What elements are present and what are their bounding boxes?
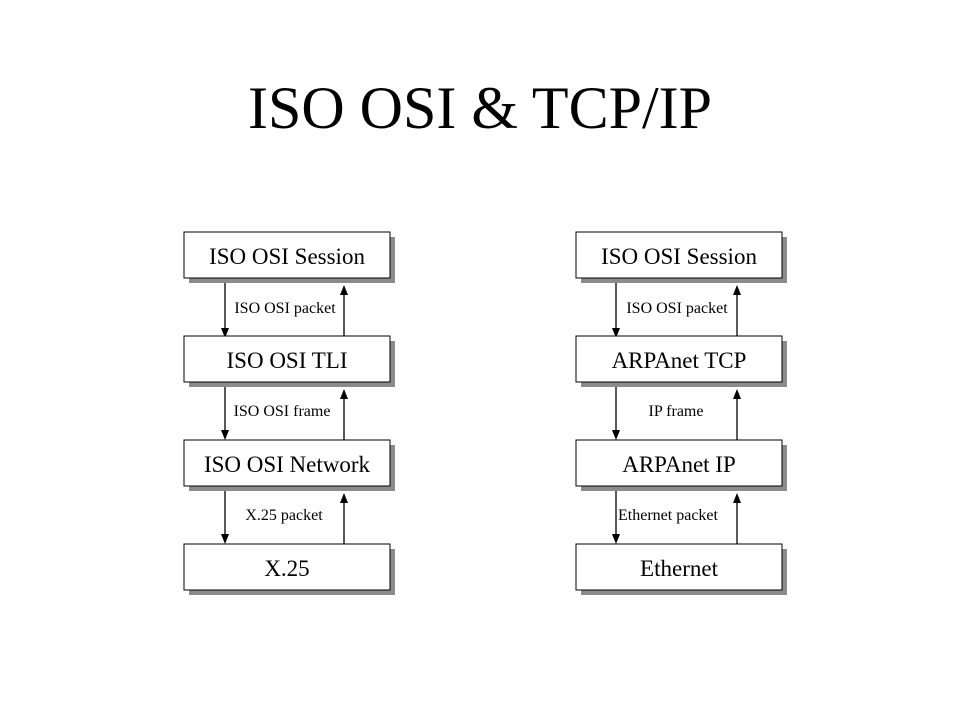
right-message-label: ISO OSI packet [626, 300, 728, 317]
left-layer-session: ISO OSI Session [183, 231, 395, 283]
left-layer-network: ISO OSI Network [183, 439, 395, 491]
left-layer-label: ISO OSI Session [209, 244, 365, 269]
left-message-label: X.25 packet [245, 507, 323, 524]
right-layer-label: ISO OSI Session [601, 244, 757, 269]
right-stack: ISO OSI Session ISO OSI packet ARPAnet T… [575, 231, 787, 595]
left-arrows-2: ISO OSI frame [221, 387, 348, 440]
left-arrows-1: ISO OSI packet [221, 283, 348, 338]
right-message-label: IP frame [649, 403, 704, 420]
right-arrows-3: Ethernet packet [612, 491, 741, 544]
right-arrows-1: ISO OSI packet [612, 283, 741, 338]
right-layer-label: ARPAnet IP [622, 452, 736, 477]
right-layer-ip: ARPAnet IP [575, 439, 787, 491]
left-stack: ISO OSI Session ISO OSI packet ISO OSI T… [183, 231, 395, 595]
left-message-label: ISO OSI frame [234, 403, 331, 420]
right-layer-session: ISO OSI Session [575, 231, 787, 283]
left-message-label: ISO OSI packet [234, 300, 336, 317]
right-layer-tcp: ARPAnet TCP [575, 335, 787, 387]
right-layer-label: Ethernet [640, 556, 719, 581]
left-arrows-3: X.25 packet [221, 491, 348, 544]
left-layer-tli: ISO OSI TLI [183, 335, 395, 387]
page-title: ISO OSI & TCP/IP [247, 75, 712, 141]
right-layer-ethernet: Ethernet [575, 543, 787, 595]
right-message-label: Ethernet packet [618, 507, 719, 524]
right-arrows-2: IP frame [612, 387, 741, 440]
right-layer-label: ARPAnet TCP [612, 348, 747, 373]
left-layer-label: ISO OSI Network [204, 452, 371, 477]
left-layer-label: X.25 [264, 556, 309, 581]
left-layer-label: ISO OSI TLI [227, 348, 348, 373]
left-layer-x25: X.25 [183, 543, 395, 595]
